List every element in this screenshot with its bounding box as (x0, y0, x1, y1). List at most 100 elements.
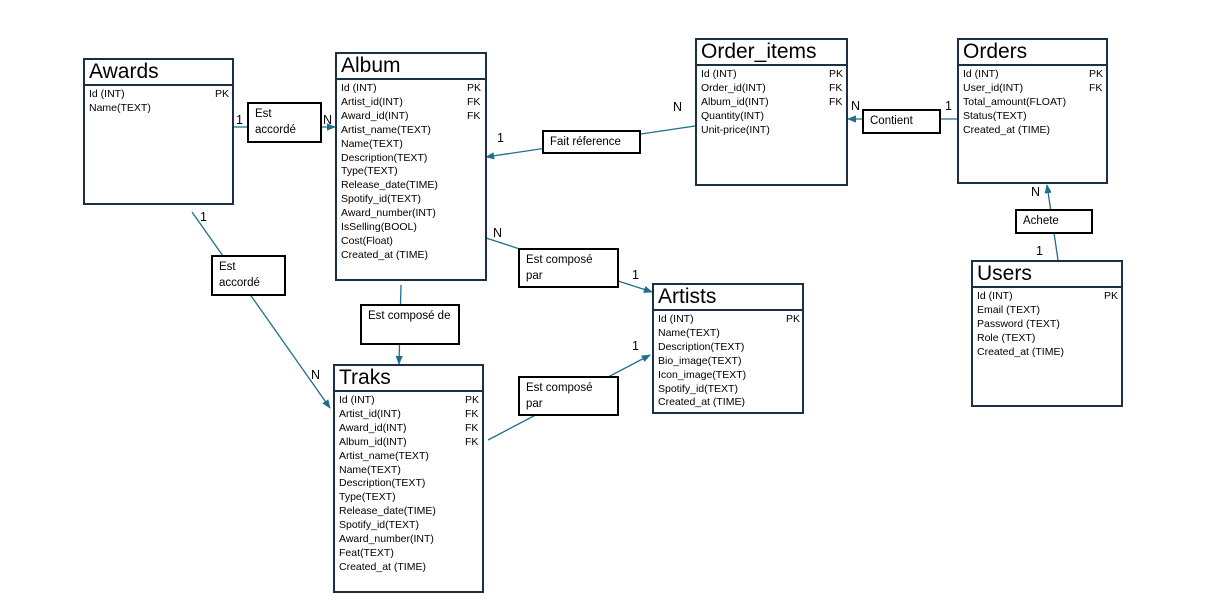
field-name: Bio_image(TEXT) (658, 354, 742, 367)
field-name: Type(TEXT) (339, 491, 396, 504)
field-row: Award_number(INT) (339, 533, 482, 547)
field-row: Total_amount(FLOAT) (963, 96, 1106, 110)
relation-album-artists: Est composé par (518, 248, 619, 288)
field-name: Created_at (TIME) (977, 345, 1064, 358)
field-name: Password (TEXT) (977, 317, 1060, 330)
field-row: Id (INT) PK (963, 68, 1106, 82)
field-row: Album_id(INT)FK (701, 96, 846, 110)
field-row: Artist_name(TEXT) (339, 450, 482, 464)
field-name: Quantity(INT) (701, 109, 765, 122)
field-name: Id (INT) (89, 88, 125, 100)
field-key-badge: PK (215, 88, 230, 100)
field-name: Name(TEXT) (341, 137, 403, 150)
field-name: Id (INT) (977, 290, 1013, 302)
field-key-badge: PK (467, 82, 482, 94)
field-name: Id (INT) (339, 394, 375, 406)
field-list: Id (INT) PK Name(TEXT)Description(TEXT)Bio… (654, 311, 802, 410)
field-name: IsSelling(BOOL) (341, 221, 417, 234)
field-row: Created_at (TIME) (963, 124, 1106, 138)
entity-title: Awards (85, 60, 232, 86)
card-album-artists-n: N (493, 226, 503, 240)
field-row: Award_id(INT)FK (341, 110, 485, 124)
field-name: Album_id(INT) (701, 95, 769, 108)
field-name: Spotify_id(TEXT) (341, 193, 421, 206)
field-row: Artist_id(INT)FK (341, 96, 485, 110)
field-row: Id (INT)PK (977, 290, 1121, 304)
field-row: Created_at (TIME) (977, 346, 1121, 360)
field-row: Description(TEXT) (658, 341, 802, 355)
field-name: Feat(TEXT) (339, 546, 394, 559)
field-row: Name(TEXT) (658, 327, 802, 341)
relation-awards-traks: Est accordé (211, 255, 286, 296)
field-row: Award_id(INT) FK (339, 422, 482, 436)
field-row: Status(TEXT) (963, 110, 1106, 124)
card-album-orderitems-1: 1 (497, 131, 504, 145)
field-key-badge: PK (1089, 68, 1104, 80)
field-name: Total_amount(FLOAT) (963, 95, 1067, 108)
field-name: Spotify_id(TEXT) (658, 382, 738, 395)
relation-users-orders: Achete (1015, 209, 1093, 234)
field-row: Description(TEXT) (339, 477, 482, 491)
field-row: Release_date(TIME) (339, 505, 482, 519)
entity-title: Traks (335, 366, 482, 392)
field-row: IsSelling(BOOL) (341, 221, 485, 235)
card-traks-artists-1: 1 (632, 339, 639, 353)
field-name: Id (INT) (341, 82, 377, 94)
field-name: Award_id(INT) (339, 421, 407, 434)
field-name: Created_at (TIME) (963, 123, 1050, 136)
field-row: Cost(Float) (341, 235, 485, 249)
field-row: Award_number(INT) (341, 207, 485, 221)
card-awards-album-n: N (323, 113, 333, 127)
field-row: Id (INT) PK (658, 313, 802, 327)
field-key-badge: PK (829, 68, 844, 80)
field-name: Award_id(INT) (341, 109, 409, 122)
field-row: Id (INT)PK (339, 394, 482, 408)
field-name: Artist_name(TEXT) (339, 449, 429, 462)
field-row: Id (INT) PK (89, 88, 232, 102)
card-users-orders-n: N (1031, 185, 1041, 199)
card-album-orderitems-n: N (673, 100, 683, 114)
field-row: Icon_image(TEXT) (658, 369, 802, 383)
field-name: Release_date(TIME) (341, 179, 438, 192)
field-row: Email (TEXT) (977, 304, 1121, 318)
relation-orders-orderitems: Contient (862, 109, 941, 134)
field-key-badge: FK (465, 435, 479, 448)
field-name: Id (INT) (963, 68, 999, 80)
field-name: Role (TEXT) (977, 331, 1036, 344)
field-name: Description(TEXT) (658, 340, 745, 353)
field-name: User_id(INT) (963, 81, 1024, 94)
field-row: Quantity(INT) (701, 110, 846, 124)
field-row: Album_id(INT)FK (339, 436, 482, 450)
card-orders-orderitems-1: 1 (945, 99, 952, 113)
field-row: Name(TEXT) (339, 464, 482, 478)
field-name: Cost(Float) (341, 234, 393, 247)
field-name: Email (TEXT) (977, 303, 1040, 316)
field-name: Artist_id(INT) (341, 95, 403, 108)
field-key-badge: PK (786, 313, 801, 325)
line-awards-traks (191, 211, 331, 409)
field-name: Name(TEXT) (658, 326, 720, 339)
card-album-artists-1: 1 (632, 268, 639, 282)
field-row: Role (TEXT) (977, 332, 1121, 346)
field-row: Name(TEXT) (341, 138, 485, 152)
field-key-badge: FK (829, 81, 843, 94)
field-name: Created_at (TIME) (341, 248, 428, 261)
field-row: Id (INT) PK (341, 82, 485, 96)
relation-album-orderitems: Fait réference (542, 130, 641, 154)
field-row: Artist_name(TEXT) (341, 124, 485, 138)
field-key-badge: FK (465, 421, 479, 434)
field-row: Release_date(TIME) (341, 179, 485, 193)
card-users-orders-1: 1 (1036, 244, 1043, 258)
field-name: Icon_image(TEXT) (658, 368, 747, 381)
field-row: User_id(INT)FK (963, 82, 1106, 96)
field-row: Created_at (TIME) (341, 249, 485, 263)
field-name: Id (INT) (658, 313, 694, 325)
